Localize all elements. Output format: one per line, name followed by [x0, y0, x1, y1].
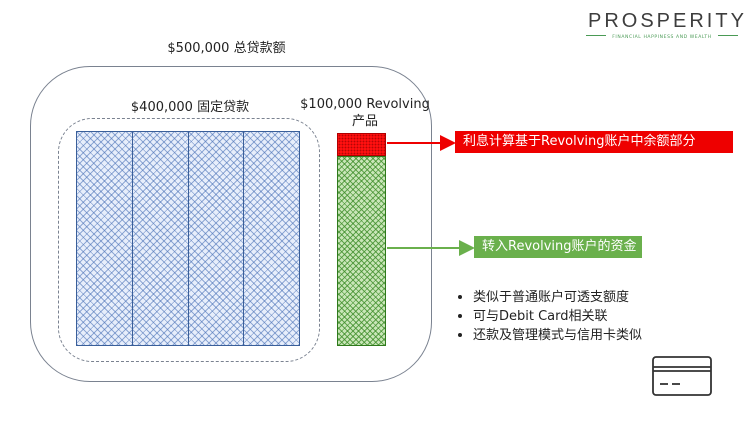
revolving-balance-segment	[337, 133, 386, 156]
brand-logo: PROSPERITY FINANCIAL HAPPINESS AND WEALT…	[588, 10, 747, 40]
fixed-loan-segment	[77, 132, 133, 345]
total-loan-container	[30, 66, 432, 382]
revolving-label-line1: $100,000 Revolving	[300, 97, 430, 112]
brand-rule-right	[718, 35, 738, 36]
fixed-loan-segment	[188, 132, 245, 345]
revolving-label-line2: 产品	[351, 114, 378, 129]
brand-tagline: FINANCIAL HAPPINESS AND WEALTH	[612, 35, 712, 40]
brand-name: PROSPERITY	[588, 10, 747, 32]
total-loan-label: $500,000 总贷款额	[167, 41, 286, 56]
fixed-loan-container	[58, 118, 320, 362]
fixed-loan-segment	[132, 132, 189, 345]
feature-item: 还款及管理模式与信用卡类似	[455, 326, 642, 345]
feature-list: 类似于普通账户可透支额度 可与Debit Card相关联 还款及管理模式与信用卡…	[455, 288, 642, 345]
feature-item: 类似于普通账户可透支额度	[455, 288, 642, 307]
feature-item: 可与Debit Card相关联	[455, 307, 642, 326]
transfer-callout: 转入Revolving账户的资金	[474, 236, 642, 258]
revolving-funds-segment	[337, 156, 386, 346]
revolving-label: $100,000 Revolving 产品	[300, 96, 430, 130]
fixed-loan-segment	[244, 132, 299, 345]
fixed-loan-block	[76, 131, 300, 346]
credit-card-icon	[652, 356, 712, 396]
fixed-loan-label: $400,000 固定贷款	[130, 100, 250, 115]
brand-rule-left	[586, 35, 606, 36]
interest-callout: 利息计算基于Revolving账户中余额部分	[455, 131, 733, 153]
